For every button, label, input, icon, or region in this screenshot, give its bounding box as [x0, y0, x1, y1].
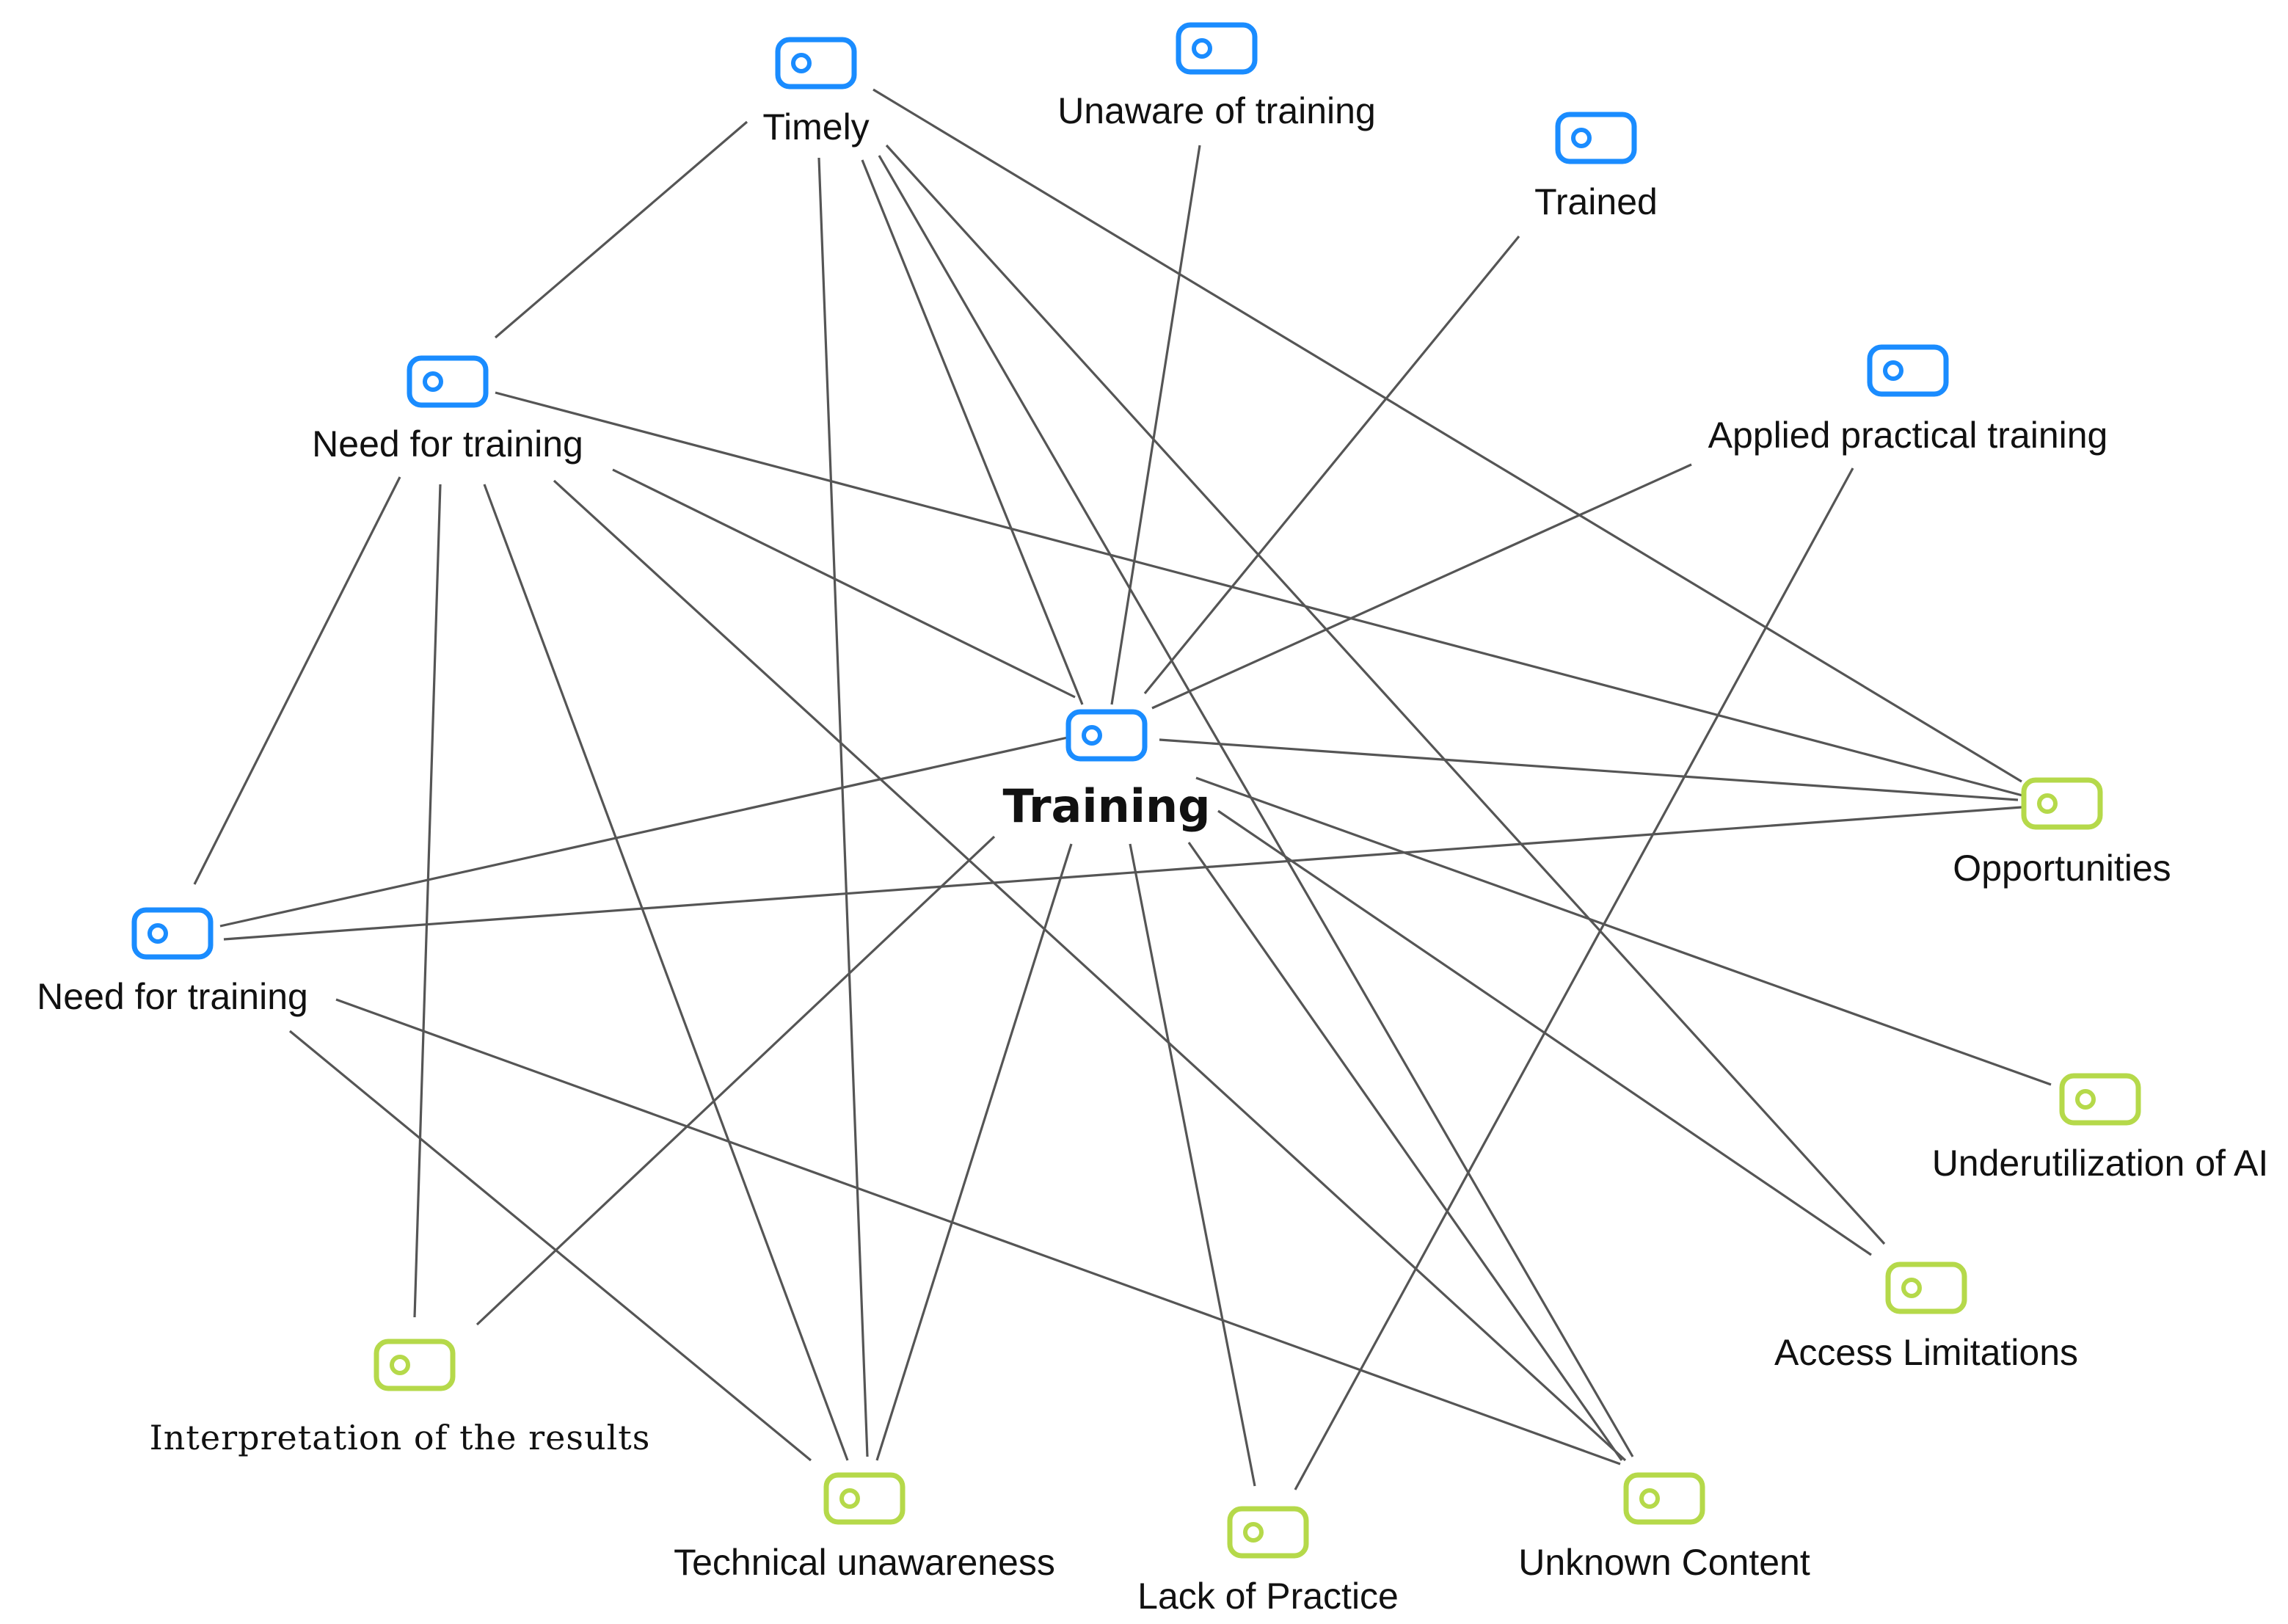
- edge-trained-training: [1143, 235, 1520, 695]
- edge-applied-training: [1151, 463, 1692, 710]
- node-label-unaware: Unaware of training: [1057, 90, 1376, 131]
- node-label-access: Access Limitations: [1774, 1332, 2078, 1373]
- edge-applied-lack: [1294, 467, 1854, 1490]
- edge-timely-training: [861, 159, 1084, 705]
- node-tech[interactable]: Technical unawareness: [674, 1472, 1055, 1583]
- edges-layer: [193, 88, 2052, 1490]
- tag-icon: [1227, 1506, 1309, 1559]
- tag-icon: [1885, 1261, 1967, 1314]
- edge-need1-tech: [483, 484, 849, 1461]
- edge-need2-opportunities: [223, 806, 2022, 941]
- tag-icon: [1176, 22, 1258, 75]
- edge-need1-need2: [193, 476, 401, 885]
- node-label-timely: Timely: [762, 106, 869, 148]
- edge-need1-interp: [413, 484, 442, 1318]
- node-label-underutil: Underutilization of AI: [1932, 1143, 2269, 1184]
- node-label-lack: Lack of Practice: [1137, 1576, 1399, 1617]
- edge-need2-tech: [288, 1030, 812, 1462]
- node-need2[interactable]: Need for training: [37, 907, 308, 1017]
- node-label-trained: Trained: [1534, 181, 1658, 222]
- tag-icon: [2059, 1073, 2141, 1126]
- node-label-need2: Need for training: [37, 976, 308, 1017]
- node-timely[interactable]: Timely: [762, 37, 870, 148]
- edge-need1-training: [612, 468, 1076, 699]
- tag-icon: [1065, 709, 1148, 762]
- edge-timely-need1: [494, 120, 748, 339]
- tag-icon: [2021, 777, 2103, 830]
- node-label-training: Training: [1002, 779, 1210, 833]
- edge-timely-unknown: [878, 155, 1634, 1457]
- node-unknown[interactable]: Unknown Content: [1518, 1472, 1810, 1583]
- edge-training-opportunities: [1159, 738, 2019, 801]
- edge-need1-unknown: [553, 479, 1627, 1462]
- node-opportunities[interactable]: Opportunities: [1953, 777, 2171, 889]
- tag-icon: [1867, 344, 1949, 397]
- node-label-unknown: Unknown Content: [1518, 1542, 1810, 1583]
- node-label-applied: Applied practical training: [1708, 415, 2108, 456]
- node-label-tech: Technical unawareness: [674, 1542, 1055, 1583]
- tag-icon: [407, 355, 489, 408]
- node-access[interactable]: Access Limitations: [1774, 1261, 2078, 1373]
- node-unaware[interactable]: Unaware of training: [1057, 22, 1376, 131]
- node-lack[interactable]: Lack of Practice: [1137, 1506, 1399, 1617]
- tag-icon: [775, 37, 857, 90]
- tag-icon: [1623, 1472, 1705, 1525]
- edge-unaware-training: [1110, 145, 1201, 705]
- edge-training-lack: [1129, 843, 1256, 1487]
- nodes-layer: Training Timely Unaware of trainingTrained…: [37, 22, 2269, 1617]
- edge-need1-opportunities: [495, 391, 2026, 798]
- tag-icon: [131, 907, 214, 960]
- edge-training-tech: [875, 843, 1073, 1461]
- edge-training-access: [1217, 809, 1872, 1256]
- edge-need2-training: [219, 736, 1068, 928]
- node-underutil[interactable]: Underutilization of AI: [1932, 1073, 2269, 1184]
- edge-timely-opportunities: [872, 88, 2022, 783]
- node-label-need1: Need for training: [312, 423, 583, 465]
- edge-training-underutil: [1195, 776, 2052, 1086]
- tag-icon: [374, 1339, 456, 1391]
- edge-timely-access: [885, 144, 1886, 1245]
- node-training[interactable]: Training: [1002, 709, 1211, 833]
- edge-need2-unknown: [335, 998, 1621, 1465]
- node-interp[interactable]: Interpretation of the results: [150, 1339, 651, 1457]
- edge-timely-tech: [817, 157, 869, 1457]
- node-label-interp: Interpretation of the results: [150, 1418, 651, 1457]
- node-need1[interactable]: Need for training: [312, 355, 583, 465]
- edge-training-unknown: [1187, 842, 1623, 1461]
- node-trained[interactable]: Trained: [1534, 112, 1658, 222]
- node-applied[interactable]: Applied practical training: [1708, 344, 2108, 456]
- edge-training-interp: [476, 835, 996, 1326]
- node-label-opportunities: Opportunities: [1953, 848, 2171, 889]
- tag-icon: [1555, 112, 1637, 164]
- tag-icon: [823, 1472, 906, 1525]
